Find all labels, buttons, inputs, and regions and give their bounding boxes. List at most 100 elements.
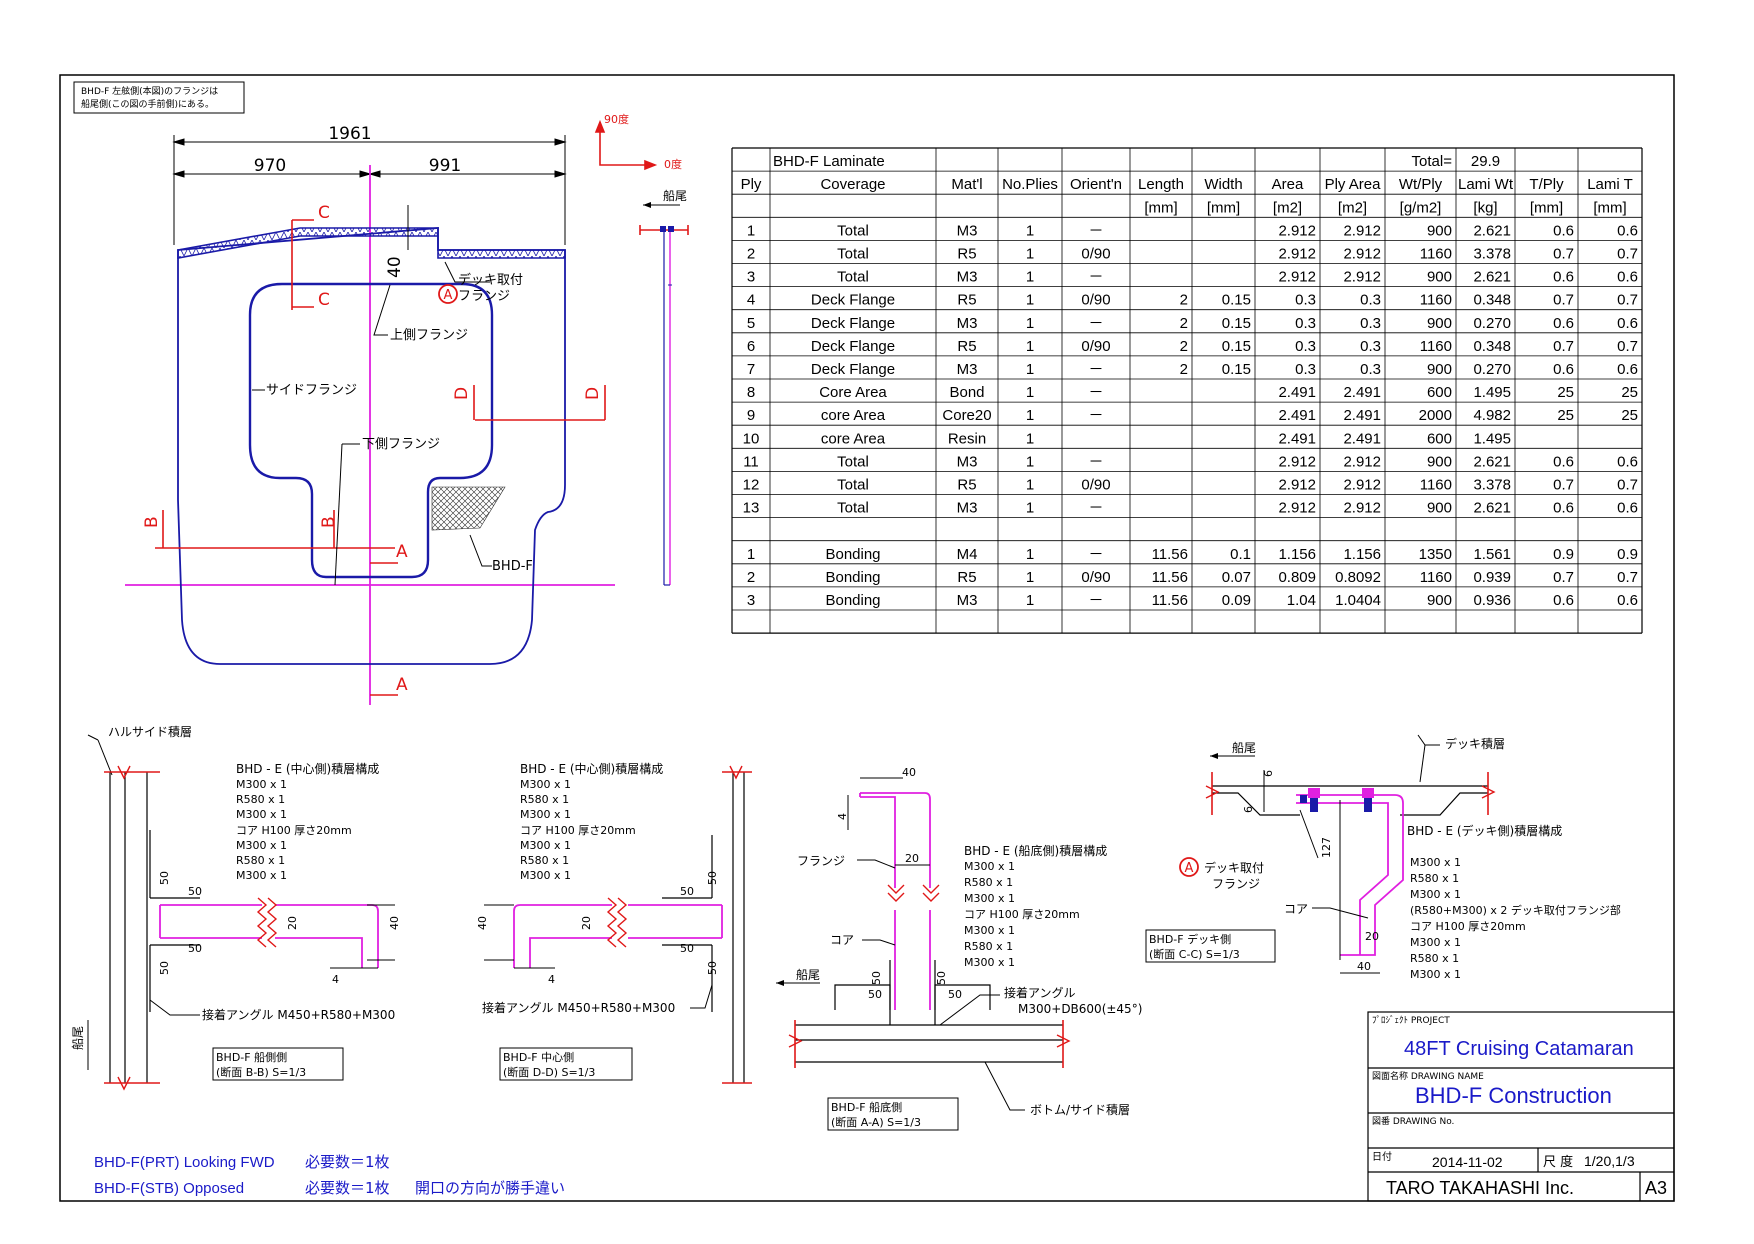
table-unit-10: [kg] xyxy=(1473,199,1497,216)
table-row-16-c3: 1 xyxy=(1026,592,1034,609)
table-row-16-c8: 1.0404 xyxy=(1335,592,1381,609)
dd-layup-3: M300 x 1 xyxy=(520,808,571,821)
bb-caption-box xyxy=(212,1047,344,1081)
table-row-9-c7: 2.491 xyxy=(1278,430,1316,447)
table-title: BHD-F Laminate xyxy=(773,153,885,170)
table-row-12-c0: 13 xyxy=(743,500,760,517)
circle-a-text: A xyxy=(444,288,453,303)
table-row-8-c11: 25 xyxy=(1557,407,1574,424)
cc-layup-4: (R580+M300) x 2 デッキ取付フランジ部 xyxy=(1410,903,1621,917)
table-row-14-c7: 1.156 xyxy=(1278,546,1316,563)
section-b-b: ハルサイド積層 50 50 50 50 20 xyxy=(71,724,401,1091)
cc-layup-3: M300 x 1 xyxy=(1410,888,1461,901)
dim-left-label: 970 xyxy=(254,156,286,176)
table-row-8-c1: core Area xyxy=(821,407,886,424)
table-row-6-c2: M3 xyxy=(957,361,978,378)
deck-flange-label-2: フランジ xyxy=(458,289,510,304)
table-row-5-c1: Deck Flange xyxy=(811,338,895,355)
table-row-5-c10: 0.348 xyxy=(1473,338,1511,355)
table-row-14-c4: － xyxy=(1088,546,1103,563)
aa-flange-label: フランジ xyxy=(797,854,845,868)
table-row-16-c11: 0.6 xyxy=(1553,592,1574,609)
table-row-3-c10: 0.348 xyxy=(1473,292,1511,309)
cc-circle-a-text: A xyxy=(1185,861,1194,876)
cc-layup-8: M300 x 1 xyxy=(1410,968,1461,981)
table-unit-9: [g/m2] xyxy=(1400,199,1442,216)
table-row-5-c12: 0.7 xyxy=(1617,338,1638,355)
table-row-6-c4: － xyxy=(1088,361,1103,378)
table-row-16-c12: 0.6 xyxy=(1617,592,1638,609)
table-total-label: Total= xyxy=(1412,153,1453,170)
project-label: ﾌﾟﾛｼﾞｪｸﾄ PROJECT xyxy=(1372,1015,1450,1026)
table-row-16-c1: Bonding xyxy=(825,592,880,609)
table-row-12-c1: Total xyxy=(837,500,869,517)
table-row-0-c0: 1 xyxy=(747,222,755,239)
bb-layup-7: M300 x 1 xyxy=(236,869,287,882)
table-row-7-c11: 25 xyxy=(1557,384,1574,401)
table-row-6-c1: Deck Flange xyxy=(811,361,895,378)
table-row-15-c1: Bonding xyxy=(825,569,880,586)
table-row-8-c7: 2.491 xyxy=(1278,407,1316,424)
table-row-16-c5: 11.56 xyxy=(1152,592,1188,609)
dd-layup-7: M300 x 1 xyxy=(520,869,571,882)
scale-label: 尺 度 xyxy=(1543,1154,1573,1170)
table-header-4: Orient'n xyxy=(1070,176,1122,193)
table-row-9-c0: 10 xyxy=(743,430,760,447)
table-row-5-c6: 0.15 xyxy=(1222,338,1251,355)
table-row-11-c11: 0.7 xyxy=(1553,477,1574,494)
table-row-7-c0: 8 xyxy=(747,384,755,401)
table-row-1-c9: 1160 xyxy=(1420,246,1452,263)
section-c-bottom: C xyxy=(318,290,330,310)
dd-dim-50b: 50 xyxy=(706,871,719,885)
table-row-6-c8: 0.3 xyxy=(1360,361,1381,378)
table-row-3-c1: Deck Flange xyxy=(811,292,895,309)
table-row-3-c8: 0.3 xyxy=(1360,292,1381,309)
bb-dim-20: 20 xyxy=(286,916,299,930)
table-row-11-c12: 0.7 xyxy=(1617,477,1638,494)
table-row-14-c8: 1.156 xyxy=(1343,546,1381,563)
table-row-2-c11: 0.6 xyxy=(1553,269,1574,286)
table-row-6-c10: 0.270 xyxy=(1473,361,1511,378)
bb-angle-label: 接着アングル M450+R580+M300 xyxy=(202,1007,395,1022)
aa-layup-title: BHD - E (船底側)積層構成 xyxy=(964,843,1107,858)
table-header-11: T/Ply xyxy=(1529,176,1564,193)
table-row-12-c4: － xyxy=(1088,500,1103,517)
table-row-15-c8: 0.8092 xyxy=(1335,569,1381,586)
table-row-11-c2: R5 xyxy=(957,477,976,494)
table-row-16-c10: 0.936 xyxy=(1473,592,1511,609)
table-row-5-c9: 1160 xyxy=(1420,338,1452,355)
table-row-7-c1: Core Area xyxy=(819,384,887,401)
table-row-3-c7: 0.3 xyxy=(1295,292,1316,309)
angle-0-label: 0度 xyxy=(664,157,682,171)
table-row-0-c2: M3 xyxy=(957,222,978,239)
table-row-2-c2: M3 xyxy=(957,269,978,286)
drawing-name-label: 図面名称 DRAWING NAME xyxy=(1372,1070,1484,1082)
table-row-4-c2: M3 xyxy=(957,315,978,332)
table-row-2-c10: 2.621 xyxy=(1473,269,1511,286)
table-row-12-c2: M3 xyxy=(957,500,978,517)
section-c-c: 船尾 デッキ積層 6 6 127 20 xyxy=(1145,734,1621,981)
table-row-4-c9: 900 xyxy=(1427,315,1452,332)
table-row-10-c8: 2.912 xyxy=(1343,453,1381,470)
company-name: TARO TAKAHASHI Inc. xyxy=(1386,1178,1574,1198)
table-row-16-c6: 0.09 xyxy=(1222,592,1251,609)
table-row-0-c11: 0.6 xyxy=(1553,222,1574,239)
orientation-indicator xyxy=(594,119,658,171)
table-row-5-c7: 0.3 xyxy=(1295,338,1316,355)
table-row-10-c10: 2.621 xyxy=(1473,453,1511,470)
table-row-0-c10: 2.621 xyxy=(1473,222,1511,239)
table-row-14-c11: 0.9 xyxy=(1553,546,1574,563)
aa-layup-1: M300 x 1 xyxy=(964,860,1015,873)
table-row-8-c4: － xyxy=(1088,407,1103,424)
bb-dim-50c: 50 xyxy=(188,942,202,955)
table-row-16-c7: 1.04 xyxy=(1287,592,1316,609)
table-row-2-c12: 0.6 xyxy=(1617,269,1638,286)
cc-dim-6b: 6 xyxy=(1242,806,1255,813)
section-d-d: 40 20 50 50 50 50 4 BHD - E (中心側)積層構成 M3… xyxy=(476,761,752,1084)
table-row-6-c9: 900 xyxy=(1427,361,1452,378)
table-row-7-c4: － xyxy=(1088,384,1103,401)
table-row-15-c5: 11.56 xyxy=(1152,569,1188,586)
table-row-1-c8: 2.912 xyxy=(1343,246,1381,263)
section-c-top: C xyxy=(318,203,330,223)
section-d-right: D xyxy=(583,387,603,400)
